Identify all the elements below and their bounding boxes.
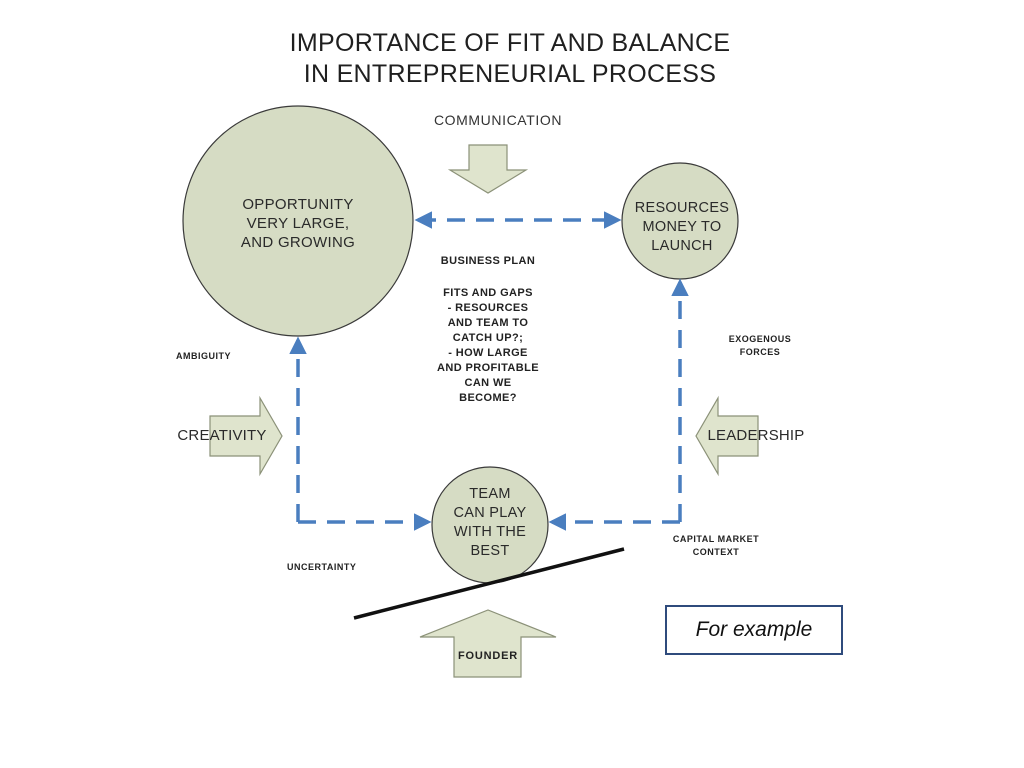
business-plan-line: - RESOURCES xyxy=(447,302,529,314)
business-plan-line: - HOW LARGE xyxy=(448,347,528,359)
business-plan-line: CATCH UP?; xyxy=(452,332,524,344)
opportunity-line-1: OPPORTUNITY xyxy=(242,196,354,213)
capital-market-line-1: CAPITAL MARKET xyxy=(672,534,760,544)
capital-market-label: CAPITAL MARKET CONTEXT xyxy=(664,533,768,559)
for-example-text: For example xyxy=(695,618,813,641)
resources-line-1: RESOURCES xyxy=(634,200,730,216)
ambiguity-label: AMBIGUITY xyxy=(176,351,231,361)
opportunity-text: OPPORTUNITY VERY LARGE, AND GROWING xyxy=(218,195,378,252)
opportunity-line-2: VERY LARGE, xyxy=(246,215,350,232)
capital-market-line-2: CONTEXT xyxy=(692,547,740,557)
team-line-1: TEAM xyxy=(469,486,511,502)
uncertainty-label: UNCERTAINTY xyxy=(287,562,357,572)
resources-line-2: MONEY TO xyxy=(642,219,722,235)
exogenous-forces-label: EXOGENOUS FORCES xyxy=(712,333,808,359)
business-plan-line: CAN WE xyxy=(464,377,512,389)
opportunity-line-3: AND GROWING xyxy=(240,234,356,251)
team-line-4: BEST xyxy=(470,543,510,559)
business-plan-details: FITS AND GAPS - RESOURCES AND TEAM TO CA… xyxy=(420,286,556,406)
business-plan-line: FITS AND GAPS xyxy=(443,287,533,299)
business-plan-heading: BUSINESS PLAN xyxy=(440,255,536,267)
page-title: IMPORTANCE OF FIT AND BALANCE IN ENTREPR… xyxy=(240,28,780,90)
leadership-label: LEADERSHIP xyxy=(707,427,805,444)
dashed-arrows xyxy=(289,211,689,531)
title-line-1: IMPORTANCE OF FIT AND BALANCE xyxy=(289,29,731,57)
team-text: TEAM CAN PLAY WITH THE BEST xyxy=(430,485,550,561)
team-line-2: CAN PLAY xyxy=(453,505,527,521)
business-plan-line: AND TEAM TO xyxy=(447,317,529,329)
founder-label: FOUNDER xyxy=(458,650,518,662)
exogenous-line-2: FORCES xyxy=(739,347,781,357)
resources-line-3: LAUNCH xyxy=(651,238,713,254)
business-plan-line: BECOME? xyxy=(459,392,517,404)
business-plan-line: AND PROFITABLE xyxy=(437,362,539,374)
resources-text: RESOURCES MONEY TO LAUNCH xyxy=(622,199,742,256)
founder-arrow xyxy=(419,609,557,678)
block-arrows xyxy=(209,144,759,678)
team-line-3: WITH THE xyxy=(453,524,527,540)
communication-label: COMMUNICATION xyxy=(433,112,563,128)
communication-arrow xyxy=(447,144,529,194)
leadership-arrow xyxy=(695,395,759,477)
opportunity-circle xyxy=(182,105,414,337)
title-line-2: IN ENTREPRENEURIAL PROCESS xyxy=(303,60,717,88)
for-example-box: For example xyxy=(665,605,843,655)
creativity-arrow xyxy=(209,395,283,477)
seesaw-line xyxy=(353,547,625,620)
exogenous-line-1: EXOGENOUS xyxy=(728,334,792,344)
creativity-label: CREATIVITY xyxy=(177,427,267,444)
